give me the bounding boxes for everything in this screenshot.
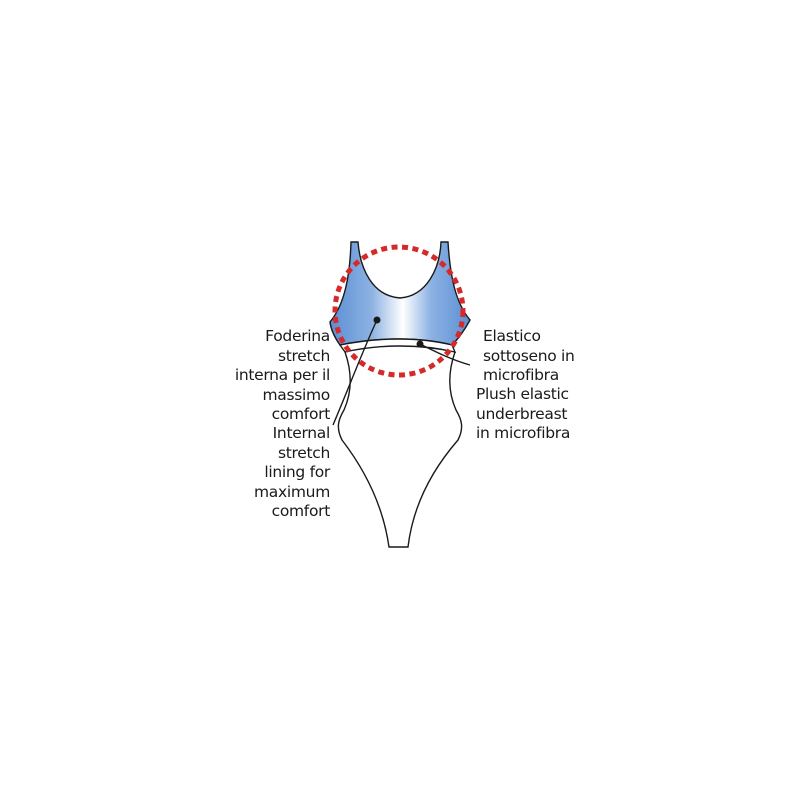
elastic-label-italian: Elastico sottoseno in microfibra — [483, 327, 575, 384]
lining-marker-dot — [373, 316, 381, 324]
inner-lining-area — [329, 241, 471, 346]
lining-label-english: Internal stretch lining for maximum comf… — [254, 424, 330, 520]
underbust-elastic-band — [338, 338, 457, 353]
lining-leader-line — [332, 319, 378, 426]
elastic-marker-dot — [416, 340, 424, 348]
swimsuit-body-outline — [337, 351, 463, 548]
elastic-label-english: Plush elastic underbreast in microfibra — [476, 385, 571, 442]
elastic-leader-line — [419, 343, 471, 366]
lining-label-italian: Foderina stretch interna per il massimo … — [234, 327, 330, 423]
highlight-dotted-circle — [332, 244, 466, 378]
